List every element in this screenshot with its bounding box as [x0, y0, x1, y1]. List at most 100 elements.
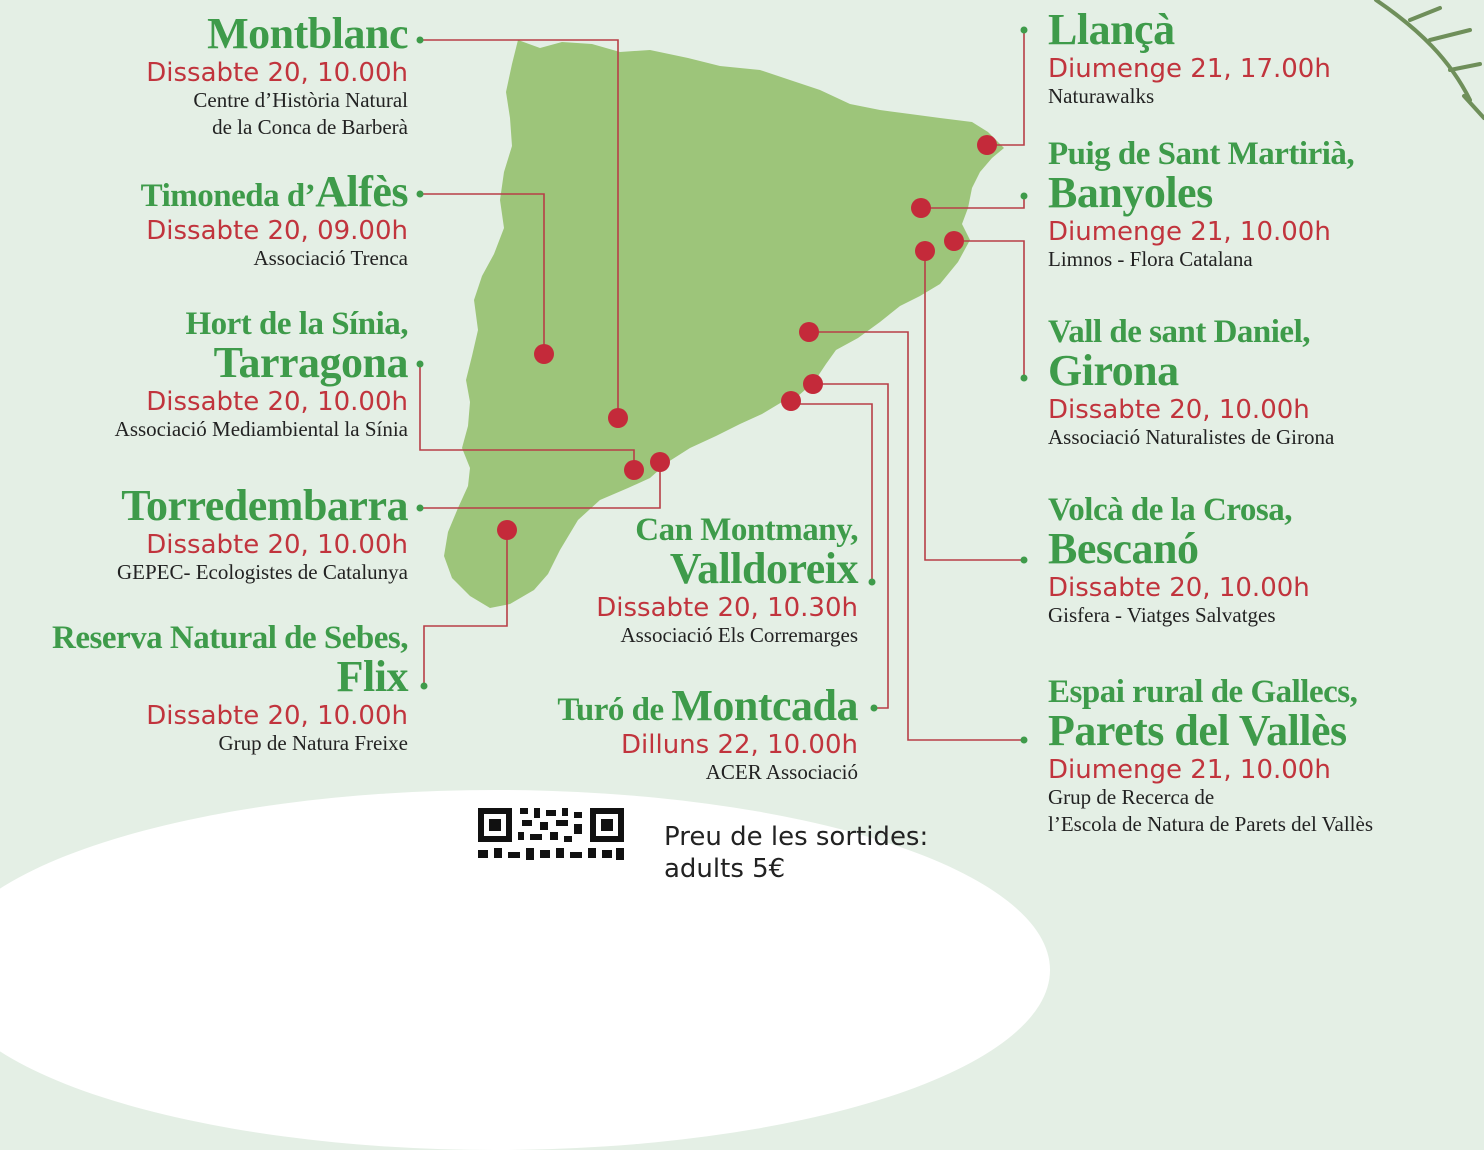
place-name: Torredembarra — [121, 481, 408, 530]
event-date: Dissabte 20, 10.00h — [146, 530, 408, 560]
organizer: GEPEC- Ecologistes de Catalunya — [116, 560, 408, 585]
place-name: Alfès — [315, 167, 408, 216]
dot-parets — [1020, 736, 1028, 744]
event-banyoles: Puig de Sant Martirià, Banyoles Diumenge… — [1048, 136, 1355, 273]
organizer: Naturawalks — [1048, 84, 1155, 109]
event-girona: Vall de sant Daniel, Girona Dissabte 20,… — [1048, 316, 1334, 451]
map-markers — [497, 135, 997, 540]
event-tarragona: Hort de la Sínia, Tarragona Dissabte 20,… — [114, 306, 409, 443]
dot-torredembarra — [416, 504, 424, 512]
place-name: Llançà — [1048, 5, 1175, 54]
place-name: Girona — [1048, 346, 1179, 395]
place-name: Bescanó — [1048, 524, 1199, 573]
event-date: Dissabte 20, 10.00h — [146, 58, 408, 88]
organizer: Centre d’Història Natural — [193, 88, 408, 113]
organizer: Associació Trenca — [253, 246, 408, 271]
line-banyoles — [921, 196, 1025, 209]
marker-montblanc[interactable] — [608, 408, 628, 428]
place-name: Valldoreix — [669, 544, 859, 593]
marker-banyoles[interactable] — [911, 198, 931, 218]
event-date: Dissabte 20, 10.00h — [1048, 395, 1310, 425]
place-prefix: Timoneda d’ — [140, 178, 316, 214]
dot-llanca — [1020, 26, 1028, 34]
event-date: Dissabte 20, 10.00h — [146, 387, 408, 417]
event-torredembarra: Torredembarra Dissabte 20, 10.00h GEPEC-… — [116, 481, 409, 586]
organizer: l’Escola de Natura de Parets del Vallès — [1048, 811, 1373, 836]
marker-parets[interactable] — [799, 322, 819, 342]
place-prefix: Volcà de la Crosa, — [1048, 492, 1293, 528]
event-date: Diumenge 21, 10.00h — [1048, 217, 1331, 247]
place-prefix: Hort de la Sínia, — [185, 306, 408, 342]
place-name: Banyoles — [1048, 168, 1213, 217]
organizer: Gisfera - Viatges Salvatges — [1048, 603, 1276, 628]
place-prefix: Espai rural de Gallecs, — [1048, 674, 1358, 710]
place-name: Montcada — [671, 681, 858, 730]
line-timoneda — [420, 193, 545, 354]
line-flix — [423, 530, 508, 686]
line-parets — [809, 331, 1024, 741]
event-date: Dissabte 20, 10.00h — [1048, 573, 1310, 603]
dot-flix — [420, 682, 428, 690]
dot-valldoreix — [868, 578, 876, 586]
marker-flix[interactable] — [497, 520, 517, 540]
marker-llanca[interactable] — [977, 135, 997, 155]
dot-montcada — [870, 704, 878, 712]
place-name: Flix — [336, 652, 409, 701]
catalonia-map — [416, 0, 1484, 744]
price-adults: adults 5€ — [664, 854, 786, 884]
organizer: Associació Els Corremarges — [620, 623, 858, 648]
organizer: Grup de Natura Freixe — [218, 731, 408, 756]
place-name: Tarragona — [213, 338, 409, 387]
organizer: de la Conca de Barberà — [212, 114, 408, 139]
event-date: Dissabte 20, 10.00h — [146, 701, 408, 731]
dot-tarragona — [416, 360, 424, 368]
catalonia-map-icon — [444, 40, 1004, 608]
line-llanca — [987, 30, 1025, 146]
marker-montcada[interactable] — [803, 374, 823, 394]
place-prefix: Turó de — [557, 692, 672, 728]
place-line: Timoneda d’Alfès — [140, 167, 409, 216]
organizer: Associació Mediambiental la Sínia — [114, 417, 408, 442]
plant-decoration-icon — [1374, 0, 1484, 120]
organizer: Associació Naturalistes de Girona — [1048, 425, 1335, 450]
marker-tarragona[interactable] — [624, 460, 644, 480]
qr-code-icon[interactable] — [474, 804, 628, 866]
line-montcada — [813, 383, 889, 709]
place-prefix: Reserva Natural de Sebes, — [52, 620, 408, 656]
event-montblanc: Montblanc Dissabte 20, 10.00h Centre d’H… — [146, 12, 408, 140]
event-flix: Reserva Natural de Sebes, Flix Dissabte … — [52, 622, 408, 757]
event-montcada: Turó de Montcada Dilluns 22, 10.00h ACER… — [557, 684, 858, 786]
event-date: Dissabte 20, 10.30h — [596, 593, 858, 623]
event-parets: Espai rural de Gallecs, Parets del Vallè… — [1048, 676, 1373, 837]
dot-bescano — [1020, 556, 1028, 564]
place-prefix: Vall de sant Daniel, — [1048, 314, 1311, 350]
event-valldoreix: Can Montmany, Valldoreix Dissabte 20, 10… — [596, 514, 858, 649]
marker-bescano[interactable] — [915, 241, 935, 261]
dot-timoneda — [416, 190, 424, 198]
organizer: ACER Associació — [705, 760, 858, 785]
organizer: Limnos - Flora Catalana — [1048, 247, 1253, 272]
marker-girona[interactable] — [944, 231, 964, 251]
line-torredembarra — [420, 462, 661, 509]
event-date: Dilluns 22, 10.00h — [621, 730, 858, 760]
marker-valldoreix[interactable] — [781, 391, 801, 411]
event-date: Diumenge 21, 17.00h — [1048, 54, 1331, 84]
marker-timoneda[interactable] — [534, 344, 554, 364]
line-girona — [954, 240, 1025, 378]
price-label: Preu de les sortides: — [664, 822, 929, 852]
event-timoneda: Timoneda d’Alfès Dissabte 20, 09.00h Ass… — [140, 167, 409, 272]
event-bescano: Volcà de la Crosa, Bescanó Dissabte 20, … — [1048, 494, 1310, 629]
place-name: Parets del Vallès — [1048, 706, 1347, 755]
line-montblanc — [418, 39, 619, 418]
organizer: Grup de Recerca de — [1048, 785, 1215, 810]
place-prefix: Puig de Sant Martirià, — [1048, 136, 1355, 172]
event-date: Dissabte 20, 09.00h — [146, 216, 408, 246]
dot-girona — [1020, 374, 1028, 382]
event-date: Diumenge 21, 10.00h — [1048, 755, 1331, 785]
marker-torredembarra[interactable] — [650, 452, 670, 472]
place-prefix: Can Montmany, — [635, 512, 858, 548]
dot-banyoles — [1020, 192, 1028, 200]
label-dots — [416, 26, 1028, 744]
place-name: Montblanc — [207, 9, 408, 58]
place-line: Turó de Montcada — [557, 684, 858, 728]
